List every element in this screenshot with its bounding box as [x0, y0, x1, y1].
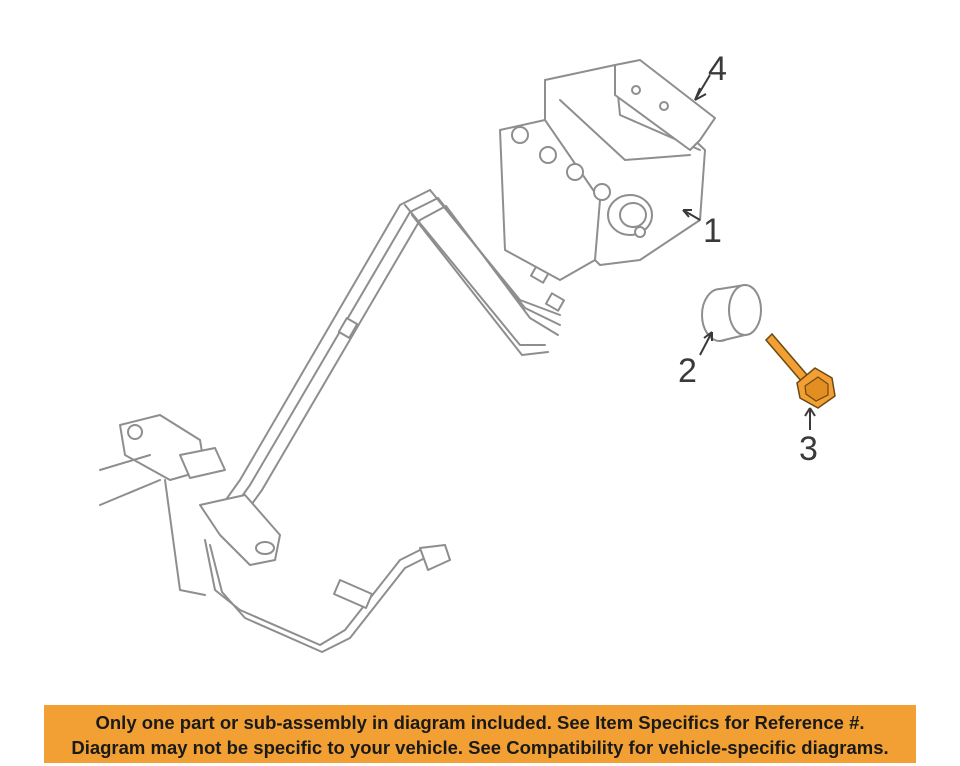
lower-bracket: [99, 414, 451, 653]
disclaimer-line-2: Diagram may not be specific to your vehi…: [71, 737, 889, 758]
abs-module: [499, 64, 706, 281]
control-module: [614, 59, 716, 151]
isolator-grommet: [701, 284, 762, 342]
bolt-highlighted: [764, 332, 836, 409]
parts-diagram: 1 2 3 4: [99, 50, 836, 653]
disclaimer-banner: Only one part or sub-assembly in diagram…: [44, 705, 916, 763]
callout-1: 1: [703, 212, 722, 250]
callout-3: 3: [799, 430, 818, 468]
callout-2: 2: [678, 352, 697, 390]
brake-line-bundle: [214, 189, 566, 527]
callout-4: 4: [708, 50, 727, 88]
disclaimer-line-1: Only one part or sub-assembly in diagram…: [95, 712, 865, 733]
leader-lines: [682, 74, 816, 430]
